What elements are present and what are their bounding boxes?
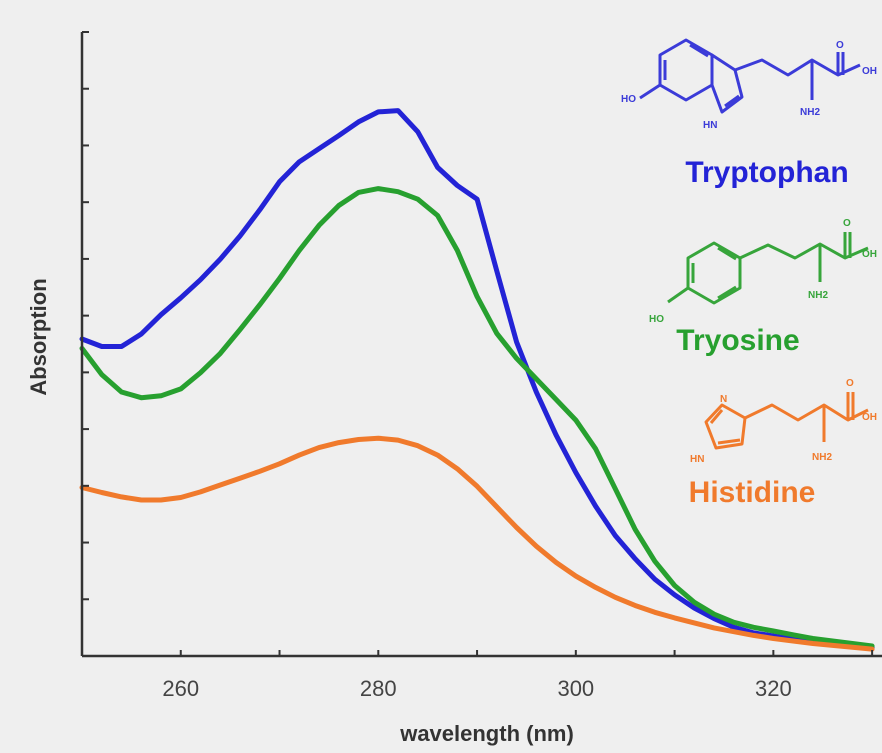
tryptophan-o-label: O	[836, 40, 844, 51]
x-tick-label: 300	[557, 676, 594, 701]
tyrosine-oh-label: OH	[862, 249, 877, 260]
x-tick-label: 320	[755, 676, 792, 701]
series-lines	[79, 108, 875, 652]
x-tick-label: 260	[162, 676, 199, 701]
tryptophan-oh-label: OH	[862, 66, 877, 77]
histidine-n-label: N	[720, 394, 727, 405]
plot-area	[79, 108, 875, 652]
histidine-hn-label: HN	[690, 454, 704, 465]
histidine-o-label: O	[846, 378, 854, 389]
axes: 260 280 300 320	[80, 31, 882, 701]
y-ticks	[82, 31, 89, 657]
tyrosine-structure-icon: HO NH2 O OH	[649, 218, 877, 325]
x-axis-title: wavelength (nm)	[399, 721, 574, 746]
tryptophan-ho-label: HO	[621, 94, 636, 105]
tryptophan-structure-icon: HO HN NH2 O OH	[621, 38, 877, 131]
legend-tryosine: Tryosine	[676, 324, 799, 357]
tryptophan-nh2-label: NH2	[800, 107, 820, 118]
series-line-histidine	[79, 435, 875, 652]
legend-histidine: Histidine	[689, 476, 816, 509]
x-ticks: 260 280 300 320	[162, 650, 874, 701]
y-axis-title: Absorption	[26, 278, 51, 395]
tyrosine-ho-label: HO	[649, 314, 664, 325]
histidine-structure-icon: N HN NH2 O OH	[690, 378, 877, 465]
tryptophan-nh-label: HN	[703, 120, 717, 131]
tyrosine-o-label: O	[843, 218, 851, 229]
tyrosine-nh2-label: NH2	[808, 290, 828, 301]
series-line-tryptophan	[79, 108, 875, 651]
legend-tryptophan: Tryptophan	[685, 156, 848, 189]
series-line-tryosine	[79, 186, 875, 649]
histidine-nh2-label: NH2	[812, 452, 832, 463]
histidine-oh-label: OH	[862, 412, 877, 423]
x-tick-label: 280	[360, 676, 397, 701]
